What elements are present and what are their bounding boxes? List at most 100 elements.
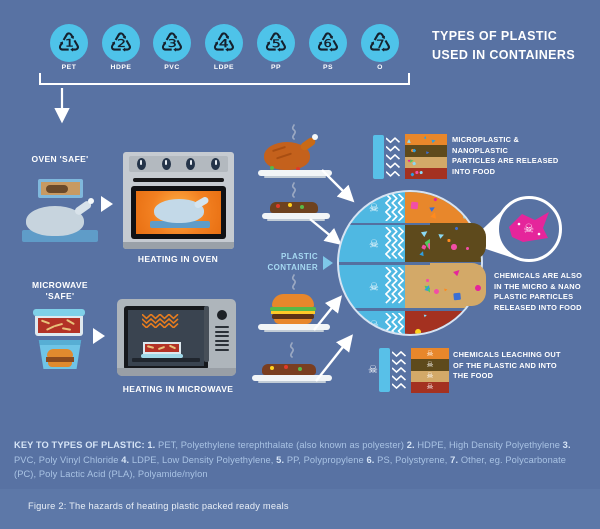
recycling-symbol-circle: ♴ bbox=[102, 24, 140, 62]
confetti-particle bbox=[432, 287, 440, 295]
confetti-particle bbox=[411, 201, 419, 210]
microplastic-particles bbox=[405, 311, 483, 334]
skull-icon: ☠ bbox=[426, 382, 434, 392]
confetti-particle bbox=[474, 284, 482, 292]
confetti-particle bbox=[419, 170, 423, 175]
steam-icon bbox=[291, 182, 296, 198]
confetti-particle bbox=[432, 139, 437, 144]
skull-icon: ☠ bbox=[426, 348, 434, 358]
wave-lines bbox=[385, 266, 404, 304]
confetti-particle bbox=[451, 243, 458, 250]
skull-icon: ☠ bbox=[369, 201, 379, 214]
resin-code-3-icon: ♵ bbox=[159, 27, 185, 59]
recycling-symbol-circle: ♷ bbox=[257, 24, 295, 62]
confetti-particle bbox=[439, 329, 443, 333]
confetti-particle bbox=[414, 170, 419, 175]
plastic-symbol-label: LDPE bbox=[213, 64, 235, 71]
skull-icon: ☠ bbox=[369, 237, 379, 250]
plastic-symbol-label: O bbox=[377, 64, 383, 71]
confetti-particle bbox=[414, 328, 423, 334]
microplastic-annotation: MICROPLASTIC & NANOPLASTIC PARTICLES ARE… bbox=[452, 135, 559, 176]
confetti-particle bbox=[424, 314, 428, 318]
confetti-particle bbox=[470, 326, 476, 332]
plastic-symbol-label: PVC bbox=[164, 64, 180, 71]
heat-waves-icon bbox=[391, 350, 409, 390]
right-arrow-icon bbox=[101, 196, 113, 212]
plastic-symbol-label: HDPE bbox=[110, 64, 132, 71]
confetti-particle bbox=[412, 161, 417, 165]
legend-plastic-layers bbox=[405, 134, 447, 179]
plastic-symbol-pp: ♷ PP bbox=[250, 24, 302, 71]
heat-waves-icon bbox=[141, 313, 182, 329]
recycling-symbol-circle: ♳ bbox=[50, 24, 88, 62]
wave-lines bbox=[385, 137, 401, 177]
steam-icon bbox=[291, 274, 296, 290]
plastic-symbol-label: PS bbox=[322, 64, 334, 71]
legend-container-bar bbox=[379, 348, 390, 392]
confetti-particle bbox=[421, 244, 427, 250]
steam-icon bbox=[289, 342, 294, 358]
band-extension-tan bbox=[430, 263, 486, 306]
confetti-particle bbox=[433, 197, 438, 201]
skull-icon: ☠ bbox=[368, 363, 378, 376]
resin-code-1-icon: ♳ bbox=[56, 27, 82, 59]
recycling-symbol-circle: ♶ bbox=[205, 24, 243, 62]
chemicals-leaching-annotation: CHEMICALS LEACHING OUT OF THE PLASTIC AN… bbox=[453, 350, 561, 381]
right-arrow-icon bbox=[93, 328, 105, 344]
plastic-symbol-label: PET bbox=[61, 64, 77, 71]
chemicals-particles-annotation: CHEMICALS ARE ALSO IN THE MICRO & NANO P… bbox=[494, 271, 583, 312]
oven-door bbox=[131, 186, 226, 239]
confetti-particle bbox=[446, 238, 451, 243]
pointer-triangle-icon bbox=[323, 256, 333, 270]
burger-container bbox=[38, 340, 82, 369]
wave-lines bbox=[385, 193, 404, 222]
wave-lines bbox=[391, 351, 407, 389]
container-band-orange: ☠ bbox=[339, 192, 481, 223]
heat-waves-icon bbox=[385, 312, 404, 334]
confetti-particle bbox=[429, 205, 436, 212]
heat-waves-icon bbox=[385, 193, 404, 222]
confetti-particle bbox=[412, 148, 416, 152]
band-extension-brown bbox=[430, 223, 486, 260]
confetti-particle bbox=[453, 293, 461, 301]
plastic-symbol-pvc: ♵ PVC bbox=[146, 24, 198, 71]
plastic-symbol-other: ♹ O bbox=[354, 24, 406, 71]
arrow-to-circle-2 bbox=[309, 218, 342, 246]
resin-code-4-icon: ♶ bbox=[211, 27, 237, 59]
confetti-particle bbox=[482, 314, 483, 320]
confetti-particle bbox=[424, 136, 427, 139]
confetti-particle bbox=[453, 323, 458, 329]
resin-code-7-icon: ♹ bbox=[367, 27, 393, 59]
microplastic-particles bbox=[405, 192, 481, 223]
noodle-container bbox=[33, 309, 85, 336]
confetti-particle bbox=[465, 247, 470, 251]
plastic-symbol-ps: ♸ PS bbox=[302, 24, 354, 71]
key-to-types-of-plastic: KEY TO TYPES OF PLASTIC: 1. PET, Polyeth… bbox=[14, 440, 571, 479]
wave-lines bbox=[385, 312, 404, 334]
skull-icon: ☠ bbox=[369, 318, 379, 331]
plastic-container-label: PLASTIC CONTAINER bbox=[267, 252, 318, 272]
figure-caption: Figure 2: The hazards of heating plastic… bbox=[28, 501, 289, 511]
oven-safe-label: OVEN 'SAFE' bbox=[31, 154, 89, 164]
confetti-particle bbox=[430, 212, 438, 220]
raw-turkey bbox=[22, 198, 98, 242]
microwave-window bbox=[124, 306, 208, 370]
microwave-safe-label: MICROWAVE 'SAFE' bbox=[32, 280, 88, 301]
plastic-symbol-pet: ♳ PET bbox=[43, 24, 95, 71]
heat-waves-icon bbox=[385, 266, 404, 306]
plastic-symbol-label: PP bbox=[270, 64, 282, 71]
legend-container-bar bbox=[373, 135, 384, 179]
magnifier-callout: ☠ bbox=[496, 196, 562, 262]
recycling-symbol-circle: ♵ bbox=[153, 24, 191, 62]
heating-in-microwave-label: HEATING IN MICROWAVE bbox=[122, 384, 234, 394]
skull-icon: ☠ bbox=[426, 359, 434, 369]
microwave-controls bbox=[215, 326, 229, 354]
caption-strip bbox=[0, 489, 600, 529]
oven-knobs bbox=[129, 156, 228, 172]
symbols-bracket bbox=[39, 73, 410, 85]
confetti-particle bbox=[407, 138, 411, 142]
oven-tray-meal bbox=[38, 179, 83, 198]
resin-code-6-icon: ♸ bbox=[315, 27, 341, 59]
chemical-blob bbox=[509, 212, 549, 242]
